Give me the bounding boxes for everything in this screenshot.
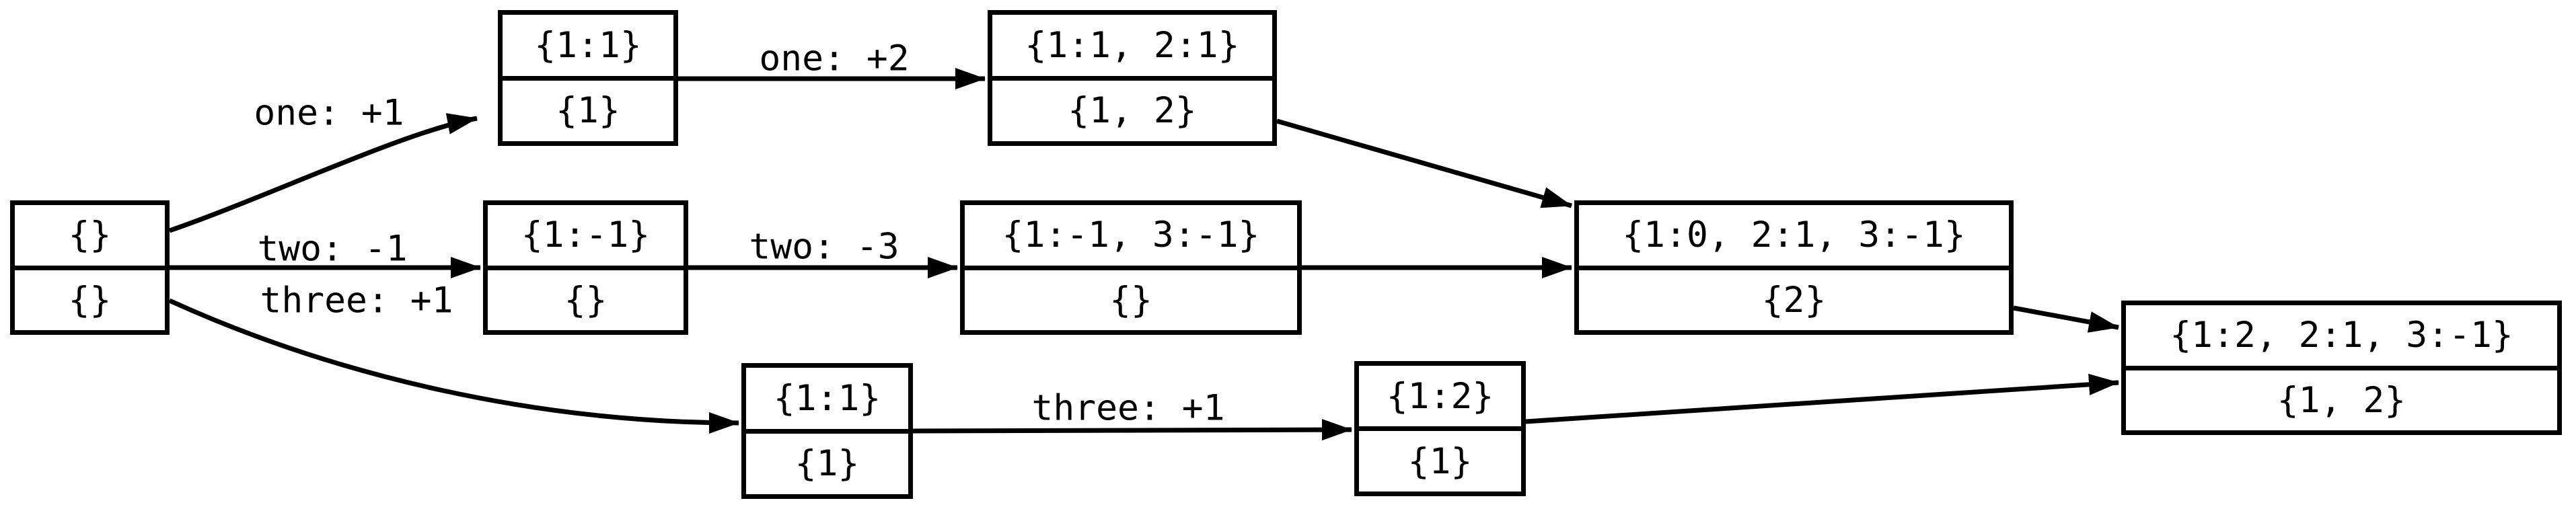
edge-merge-to-final bbox=[2013, 305, 2119, 333]
node-three-step2-dict: {1:2} bbox=[1359, 366, 1521, 431]
node-three-step2-set: {1} bbox=[1407, 440, 1473, 482]
node-one-step1: {1:1} {1} bbox=[498, 10, 678, 146]
edge-label-two-minus3: two: -3 bbox=[749, 226, 899, 268]
node-merge-final: {1:2, 2:1, 3:-1} {1, 2} bbox=[2121, 301, 2562, 435]
node-one-step2: {1:1, 2:1} {1, 2} bbox=[988, 10, 1277, 146]
node-three-step1-dict: {1:1} bbox=[746, 368, 908, 434]
node-one-step2-set: {1, 2} bbox=[1068, 90, 1197, 132]
node-start-set: {} bbox=[68, 279, 112, 321]
edge-three1-to-three2 bbox=[912, 419, 1352, 441]
node-start-dict: {} bbox=[15, 205, 165, 270]
edge-one2-to-merge bbox=[1276, 118, 1572, 208]
node-two-step1: {1:-1} {} bbox=[483, 200, 688, 335]
node-one-step2-dict: {1:1, 2:1} bbox=[992, 15, 1272, 81]
edge-label-one-plus2: one: +2 bbox=[759, 38, 910, 79]
node-merge-mid-set: {2} bbox=[1761, 279, 1827, 321]
edge-three2-to-final bbox=[1525, 373, 2119, 424]
edge-label-one-plus1: one: +1 bbox=[254, 92, 404, 134]
node-two-step2-dict: {1:-1, 3:-1} bbox=[965, 205, 1297, 270]
node-merge-mid: {1:0, 2:1, 3:-1} {2} bbox=[1574, 200, 2014, 335]
edge-start-to-one1 bbox=[168, 113, 478, 233]
node-two-step1-set: {} bbox=[564, 279, 608, 321]
node-three-step2: {1:2} {1} bbox=[1354, 361, 1526, 496]
node-two-step1-dict: {1:-1} bbox=[488, 205, 684, 270]
edge-label-three-plus1-b: three: +1 bbox=[1031, 387, 1225, 429]
node-two-step2: {1:-1, 3:-1} {} bbox=[960, 200, 1302, 335]
node-merge-final-dict: {1:2, 2:1, 3:-1} bbox=[2126, 305, 2557, 370]
node-three-step1-set: {1} bbox=[795, 443, 860, 485]
edge-start-to-three1 bbox=[168, 298, 739, 434]
node-merge-final-set: {1, 2} bbox=[2277, 379, 2406, 421]
node-two-step2-set: {} bbox=[1109, 279, 1152, 321]
node-one-step1-set: {1} bbox=[556, 90, 620, 132]
node-one-step1-dict: {1:1} bbox=[503, 15, 673, 81]
edge-label-three-plus1-a: three: +1 bbox=[260, 280, 453, 321]
edge-label-two-minus1: two: -1 bbox=[257, 228, 408, 270]
node-start: {} {} bbox=[10, 200, 170, 335]
node-merge-mid-dict: {1:0, 2:1, 3:-1} bbox=[1579, 205, 2009, 270]
node-three-step1: {1:1} {1} bbox=[741, 363, 913, 499]
